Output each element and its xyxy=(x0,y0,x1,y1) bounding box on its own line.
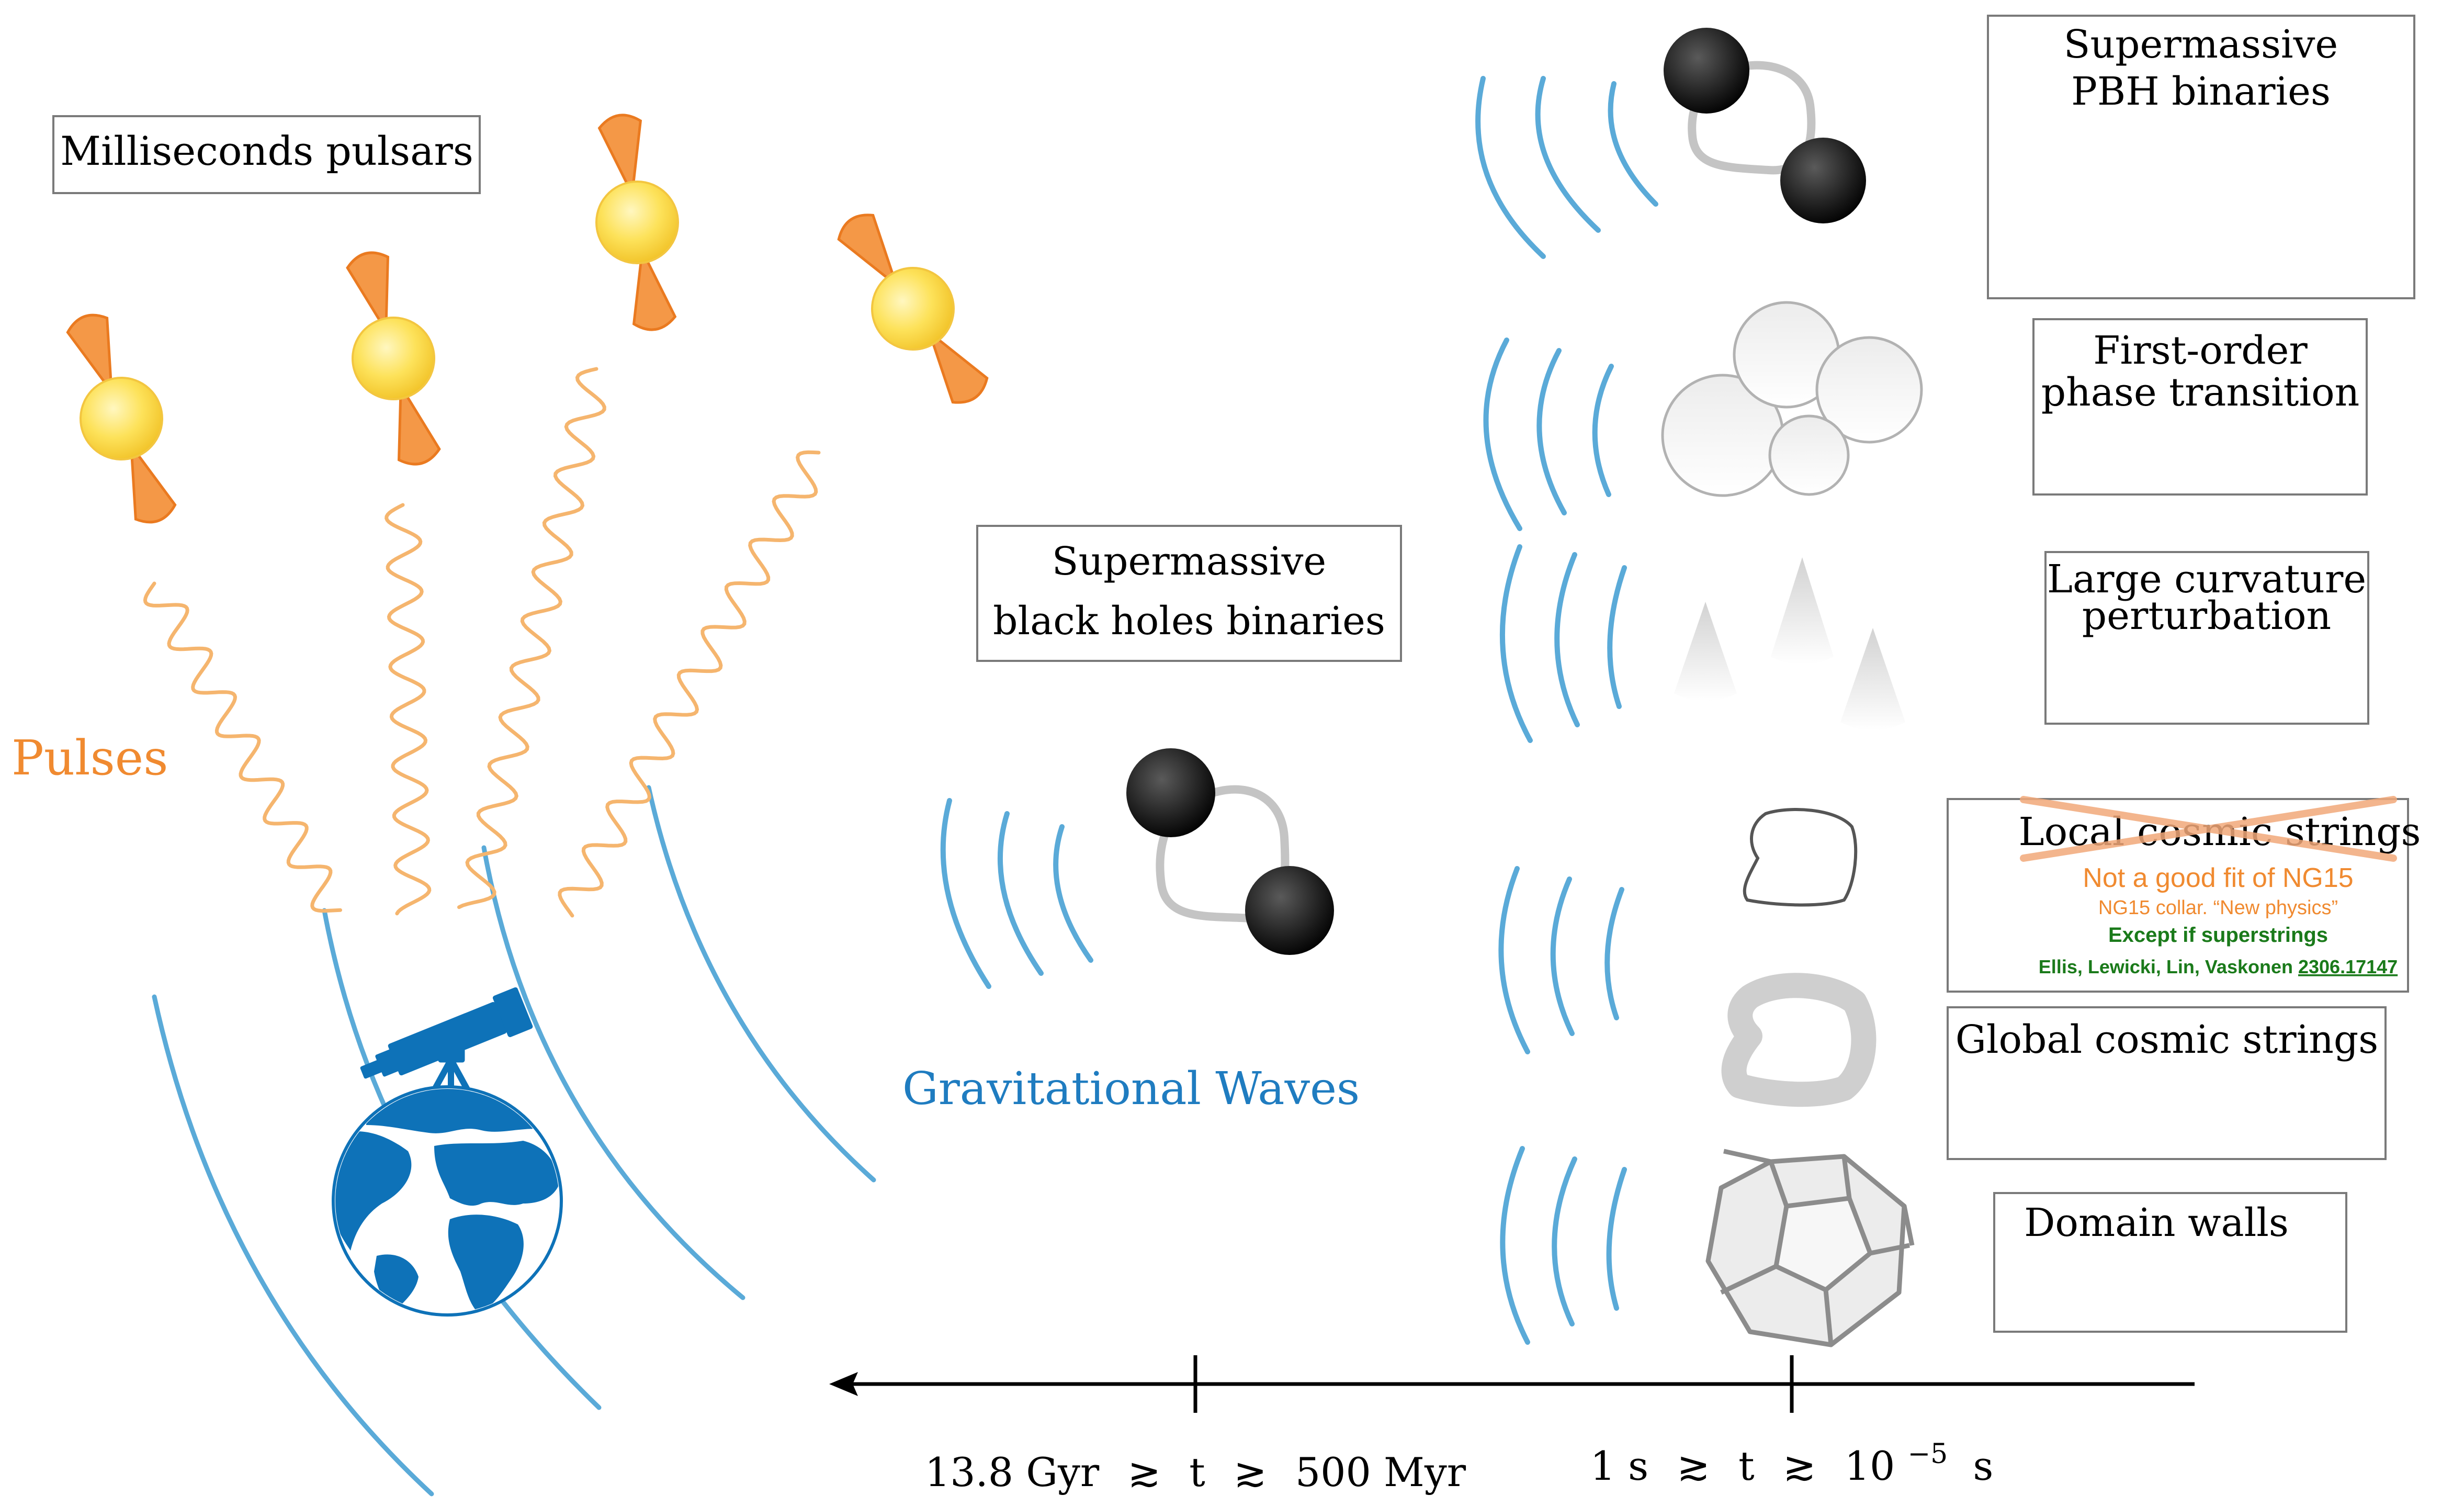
lcp-gw-arcs xyxy=(1499,544,1627,743)
early-relation-2: ≳ xyxy=(1783,1443,1816,1489)
earth-gw-arcs xyxy=(152,785,876,1497)
black-hole-binary-icon xyxy=(1126,748,1334,955)
lcp-box xyxy=(2044,551,2369,725)
global-strings-box xyxy=(1947,1006,2387,1160)
ms-pulsars-box xyxy=(52,115,481,194)
local-note-reference: Ellis, Lewicki, Lin, Vaskonen 2306.17147 xyxy=(2039,956,2398,977)
global-string-icon xyxy=(1721,973,1877,1107)
local-note-ng15-collar: NG15 collar. “New physics” xyxy=(2098,897,2338,919)
pbh-label-line1: Supermassive xyxy=(2064,22,2338,67)
cones-icon xyxy=(1674,557,1905,730)
pulse-squiggle xyxy=(457,367,606,909)
early-range-exponent: −5 xyxy=(1908,1438,1948,1470)
fopt-gw-arcs xyxy=(1483,338,1614,531)
gravitational-waves-label: Gravitational Waves xyxy=(902,1063,1360,1115)
late-range-t: t xyxy=(1189,1449,1205,1495)
early-relation-1: ≳ xyxy=(1677,1443,1710,1489)
pbh-binary-icon xyxy=(1664,28,1866,223)
domain-walls-gw-arcs xyxy=(1500,1146,1627,1345)
strikethrough-cross xyxy=(2020,796,2397,862)
ms-pulsars-label: Milliseconds pulsars xyxy=(60,128,473,174)
string-loop-icon xyxy=(1743,808,1858,907)
late-time-range: 13.8 Gyr ≳ t ≳ 500 Myr xyxy=(925,1449,1466,1495)
pulse-squiggle xyxy=(143,581,342,913)
late-relation-1: ≳ xyxy=(1127,1449,1161,1495)
pulsar-icon xyxy=(837,213,989,404)
domain-walls-box xyxy=(1993,1192,2347,1333)
local-note-authors: Ellis, Lewicki, Lin, Vaskonen xyxy=(2039,956,2298,977)
pulses-label: Pulses xyxy=(12,730,168,786)
smbh-gw-arcs xyxy=(940,798,1093,989)
local-strings-gw-arcs xyxy=(1498,866,1624,1054)
fopt-label-line1: First-order xyxy=(2093,328,2308,373)
pulsar-icon xyxy=(66,313,177,524)
time-axis-arrowhead xyxy=(829,1372,858,1396)
local-note-superstrings: Except if superstrings xyxy=(2108,924,2328,947)
late-range-left: 13.8 Gyr xyxy=(925,1449,1100,1495)
dodecahedron-icon xyxy=(1705,1149,1915,1347)
pulse-squiggle xyxy=(385,503,432,916)
gw-arc xyxy=(940,798,991,989)
early-range-unit: s xyxy=(1973,1443,1993,1489)
smbh-box xyxy=(976,525,1402,662)
smbh-label-line2: black holes binaries xyxy=(993,599,1385,644)
pulse-squiggle xyxy=(558,450,821,918)
late-relation-2: ≳ xyxy=(1234,1449,1267,1495)
lcp-label-line2: perturbation xyxy=(2082,593,2331,638)
early-range-left: 1 s xyxy=(1590,1443,1649,1489)
early-time-range: 1 s ≳ t ≳ 10 −5 s xyxy=(1590,1426,1994,1489)
pbh-label-line2: PBH binaries xyxy=(2071,69,2331,114)
gw-arc xyxy=(1053,824,1093,963)
early-range-right: 10 xyxy=(1845,1443,1895,1489)
gw-arc xyxy=(998,811,1044,976)
domain-walls-label: Domain walls xyxy=(2024,1200,2289,1245)
time-axis xyxy=(842,1355,2195,1413)
earth-globe-icon xyxy=(332,1085,563,1317)
global-strings-label: Global cosmic strings xyxy=(1956,1017,2379,1062)
pbh-gw-arcs xyxy=(1475,76,1658,259)
late-range-right: 500 Myr xyxy=(1295,1449,1466,1495)
gw-arc xyxy=(152,994,434,1497)
pulse-squiggles xyxy=(143,367,821,918)
fopt-box xyxy=(2032,318,2368,496)
lcp-label-line1: Large curvature xyxy=(2047,557,2366,602)
smbh-label-line1: Supermassive xyxy=(1052,539,1326,584)
bubbles-icon xyxy=(1661,301,1923,497)
fopt-label-line2: phase transition xyxy=(2041,370,2360,415)
pulsar-icon xyxy=(346,251,441,466)
pbh-box xyxy=(1987,15,2415,299)
early-range-t: t xyxy=(1738,1443,1755,1489)
gw-arc xyxy=(481,845,745,1300)
pulsar-icon xyxy=(595,114,679,331)
gw-arc xyxy=(646,785,876,1183)
local-note-not-good-fit: Not a good fit of NG15 xyxy=(2083,863,2353,893)
pulsars xyxy=(66,114,989,524)
arxiv-link[interactable]: 2306.17147 xyxy=(2298,956,2398,977)
